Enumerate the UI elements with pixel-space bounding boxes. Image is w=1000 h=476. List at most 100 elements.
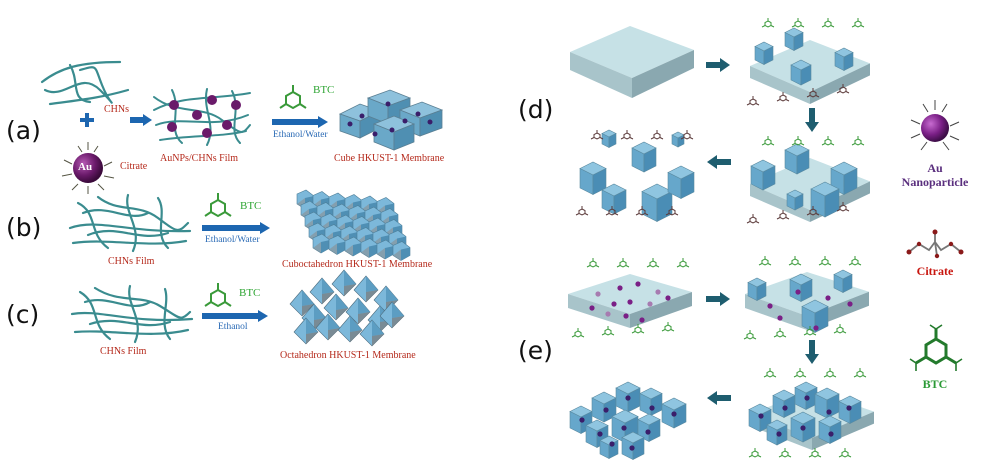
citrate-molecule-icon	[806, 88, 820, 98]
au-nanoparticle-dot	[847, 301, 853, 307]
btc-molecule-icon	[761, 136, 775, 146]
au-nanoparticle-dot	[625, 395, 631, 401]
btc-molecule-icon	[821, 136, 835, 146]
citrate-molecule-icon	[746, 96, 760, 106]
cuboctahedron-membrane-label: Cuboctahedron HKUST-1 Membrane	[282, 259, 433, 270]
octahedron-crystal	[331, 269, 357, 297]
citrate-molecule-icon	[665, 206, 679, 216]
citrate-molecule-icon	[605, 206, 619, 216]
crystal-cube	[601, 183, 627, 215]
crystal-cube	[794, 381, 818, 410]
crystal-cube	[834, 47, 854, 71]
arrow-right-icon	[272, 116, 328, 128]
citrate-molecule-icon	[836, 84, 850, 94]
au-legend-line1: Au	[927, 161, 943, 175]
btc-molecule-icon	[773, 328, 787, 338]
plus-icon	[80, 113, 94, 127]
crystal-cube	[830, 161, 858, 195]
citrate-molecule-icon	[806, 206, 820, 216]
au-nanoparticle-dot	[595, 291, 601, 297]
btc-molecule-icon	[821, 18, 835, 28]
citrate-molecule-icon	[746, 214, 760, 224]
cuboctahedron-crystal	[360, 238, 379, 258]
au-nanoparticle-dot	[665, 295, 671, 301]
au-nanoparticle-illustration	[61, 142, 115, 194]
cube-hkust1-membrane-illustration	[338, 89, 444, 151]
btc-legend-label: BTC	[922, 377, 948, 391]
au-nanoparticle-dot	[655, 289, 661, 295]
btc-molecule-icon	[571, 328, 585, 338]
octahedron-crystal	[345, 297, 371, 325]
au-nanoparticle-dot	[605, 311, 611, 317]
au-nanoparticle-dot	[671, 411, 677, 417]
cuboctahedron-hkust1-membrane-illustration	[296, 189, 411, 261]
btc-molecule-icon	[778, 448, 792, 458]
au-nanoparticle-dot	[639, 317, 645, 323]
octahedron-hkust1-membrane-illustration	[289, 269, 405, 347]
arrow-right-icon	[706, 58, 730, 72]
au-nanoparticle-dot	[777, 315, 783, 321]
octahedron-membrane-label: Octahedron HKUST-1 Membrane	[280, 350, 416, 361]
arrow-left-icon	[707, 391, 731, 405]
cuboctahedron-crystal	[376, 239, 395, 260]
au-nanoparticle-dot	[597, 431, 603, 437]
btc-molecule-icon	[788, 256, 802, 266]
btc-molecule-icon	[851, 18, 865, 28]
citrate-molecule-icon	[650, 130, 664, 140]
chns-film-label-c: CHNs Film	[100, 346, 147, 357]
panel-label-c: (c)	[6, 300, 40, 329]
btc-label-c: BTC	[239, 287, 261, 299]
au-nanoparticle-dot	[828, 431, 834, 437]
au-nanoparticle-dot	[800, 425, 806, 431]
btc-label-b: BTC	[240, 200, 262, 212]
btc-molecule-icon	[743, 330, 757, 340]
au-nanoparticle-dot	[635, 281, 641, 287]
chns-fibers-illustration	[40, 60, 130, 106]
au-nanoparticle-dot	[621, 425, 627, 431]
citrate-legend-icon	[906, 229, 964, 259]
btc-molecule-icon	[204, 283, 232, 308]
au-nanoparticle-dot	[846, 405, 852, 411]
crystal-cube	[615, 381, 641, 413]
crystal-cube	[579, 161, 607, 195]
btc-molecule-icon	[803, 326, 817, 336]
btc-molecule-icon	[808, 448, 822, 458]
octahedron-crystal	[293, 317, 319, 345]
panel-label-b: (b)	[6, 213, 42, 242]
aunps-chns-film-label: AuNPs/CHNs Film	[160, 153, 239, 164]
substrate-slab	[568, 274, 692, 328]
octahedron-crystal	[289, 289, 315, 317]
crystal-cube	[833, 269, 853, 293]
au-nanoparticle-dot	[629, 445, 635, 451]
octahedron-crystal	[337, 315, 363, 343]
au-nanoparticle-dot	[782, 405, 788, 411]
panel-label-e: (e)	[518, 336, 553, 365]
citrate-molecule-icon	[635, 206, 649, 216]
btc-molecule-icon	[758, 256, 772, 266]
cube-membrane-label: Cube HKUST-1 Membrane	[334, 153, 445, 164]
cuboctahedron-crystal	[392, 241, 411, 261]
substrate-with-continuous-film-illustration	[748, 368, 874, 458]
solvent-label-b: Ethanol/Water	[205, 235, 260, 245]
crystal-cube	[790, 411, 816, 443]
chns-film-illustration	[70, 284, 194, 344]
btc-molecule-icon	[761, 18, 775, 28]
arrow-down-icon	[805, 340, 819, 364]
crystal-cube	[801, 299, 829, 333]
au-nanoparticle-dot	[825, 295, 831, 301]
au-nanoparticle-dot	[767, 303, 773, 309]
btc-molecule-icon	[848, 256, 862, 266]
btc-molecule-icon	[838, 448, 852, 458]
au-nanoparticle-dot	[611, 301, 617, 307]
crystal-cube	[671, 131, 685, 148]
crystal-cube	[599, 435, 619, 459]
octahedron-crystal	[359, 319, 385, 347]
crystal-cube	[569, 405, 593, 434]
crystal-cube	[810, 181, 840, 218]
crystal-cube	[750, 159, 776, 191]
btc-molecule-icon	[661, 322, 675, 332]
au-nanoparticle-dot	[589, 305, 595, 311]
btc-molecule-icon	[791, 18, 805, 28]
arrow-left-icon	[707, 155, 731, 169]
btc-molecule-icon	[833, 324, 847, 334]
